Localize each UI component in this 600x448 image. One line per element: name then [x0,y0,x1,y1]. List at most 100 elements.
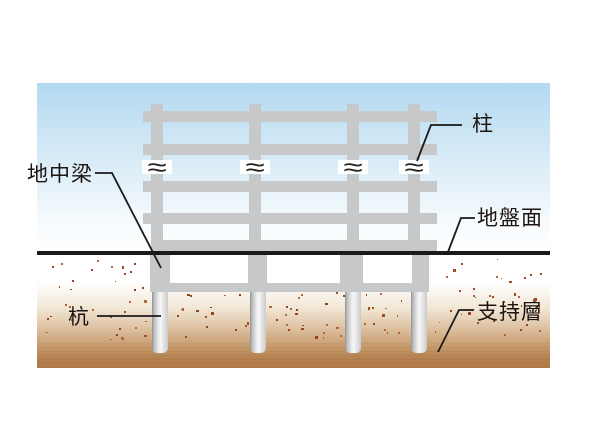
soil-dot [144,300,147,303]
soil-dot [134,326,138,330]
sky-background [37,83,550,252]
soil-dot [134,262,137,266]
soil-dot [123,311,126,314]
soil-dot [400,300,403,302]
soil-dot [322,337,324,339]
soil-dot [144,334,147,338]
soil-dot [520,305,523,308]
soil-dot [285,313,288,316]
soil-dot [121,266,125,269]
soil-dot [121,337,124,340]
soil-dot [145,320,147,323]
soil-dot [46,331,48,334]
soil-dot [181,308,184,311]
soil-dot [382,314,385,317]
soil-dot [519,329,522,332]
label-underground-beam: 地中梁 [27,163,93,186]
label-pillar: 柱 [472,113,494,136]
break-glyph: ≈ [404,152,424,182]
soil-dot [289,307,292,310]
break-symbol-icon: ≈ [338,152,368,182]
soil-dot [525,323,529,327]
pile-1 [152,290,168,353]
soil-dot [364,322,366,325]
break-glyph: ≈ [147,152,167,182]
soil-dot [460,313,463,316]
soil-dot [342,294,345,298]
soil-dot [452,269,456,272]
soil-dot [472,288,475,290]
footing-opening-1 [170,254,248,283]
soil-dot [386,332,389,335]
soil-dot [189,294,192,298]
soil-dot [523,276,527,280]
break-glyph: ≈ [343,152,363,182]
soil-dot [434,331,437,333]
soil-dot [276,319,278,321]
soil-dot [187,294,190,297]
ground-surface-line [37,251,550,255]
soil-dot [210,306,213,309]
soil-dot [539,330,541,333]
break-symbol-icon: ≈ [399,152,429,182]
frame-beam-middle [143,181,437,192]
pile-4 [411,290,427,353]
soil-dot [323,332,326,335]
soil-dot [398,332,401,335]
soil-dot [385,307,387,310]
label-bearing-layer: 支持層 [477,301,543,324]
pile-2 [250,290,266,353]
soil-dot [438,321,441,324]
soil-dot [460,263,463,266]
break-glyph: ≈ [245,152,265,182]
soil-dot [473,295,475,298]
soil-dot [372,322,375,325]
soil-dot [514,309,516,311]
soil-dot [116,334,118,336]
soil-dot [489,295,491,297]
soil-dot [70,288,73,291]
soil-dot [325,302,328,305]
soil-dot [129,270,132,273]
soil-dot [509,281,512,284]
footing-opening-3 [363,254,412,283]
soil-dot [111,265,114,268]
soil-dot [64,304,67,307]
soil-dot [246,322,250,325]
soil-dot [109,315,112,318]
soil-dot [224,294,226,297]
soil-dot [336,291,339,294]
soil-dot [46,317,49,321]
soil-dot [365,293,368,296]
soil-dot [518,296,521,298]
soil-dot [60,263,63,266]
soil-dot [379,292,382,295]
soil-dot [211,312,214,315]
soil-dot [533,299,536,303]
soil-dot [335,327,338,330]
soil-dot [301,327,304,331]
pile-3 [345,290,361,353]
soil-dot [384,329,386,331]
soil-dot [244,325,247,327]
soil-dot [500,277,503,280]
soil-dot [196,309,199,312]
soil-dot [396,314,399,317]
soil-dot [70,318,73,321]
soil-dot [467,312,471,315]
frame-beam-upper [143,144,437,155]
soil-dot [371,307,374,310]
soil-dot [315,336,318,339]
soil-dot [537,305,540,308]
soil-dot [68,305,71,308]
soil-dot [269,306,272,309]
soil-dot [239,293,242,296]
soil-dot [114,280,117,283]
soil-dot [459,290,462,293]
frame-beam-ground [157,240,437,251]
soil-dot [123,272,126,275]
soil-dot [97,260,100,263]
soil-dot [205,326,208,329]
soil-dot [530,273,533,276]
